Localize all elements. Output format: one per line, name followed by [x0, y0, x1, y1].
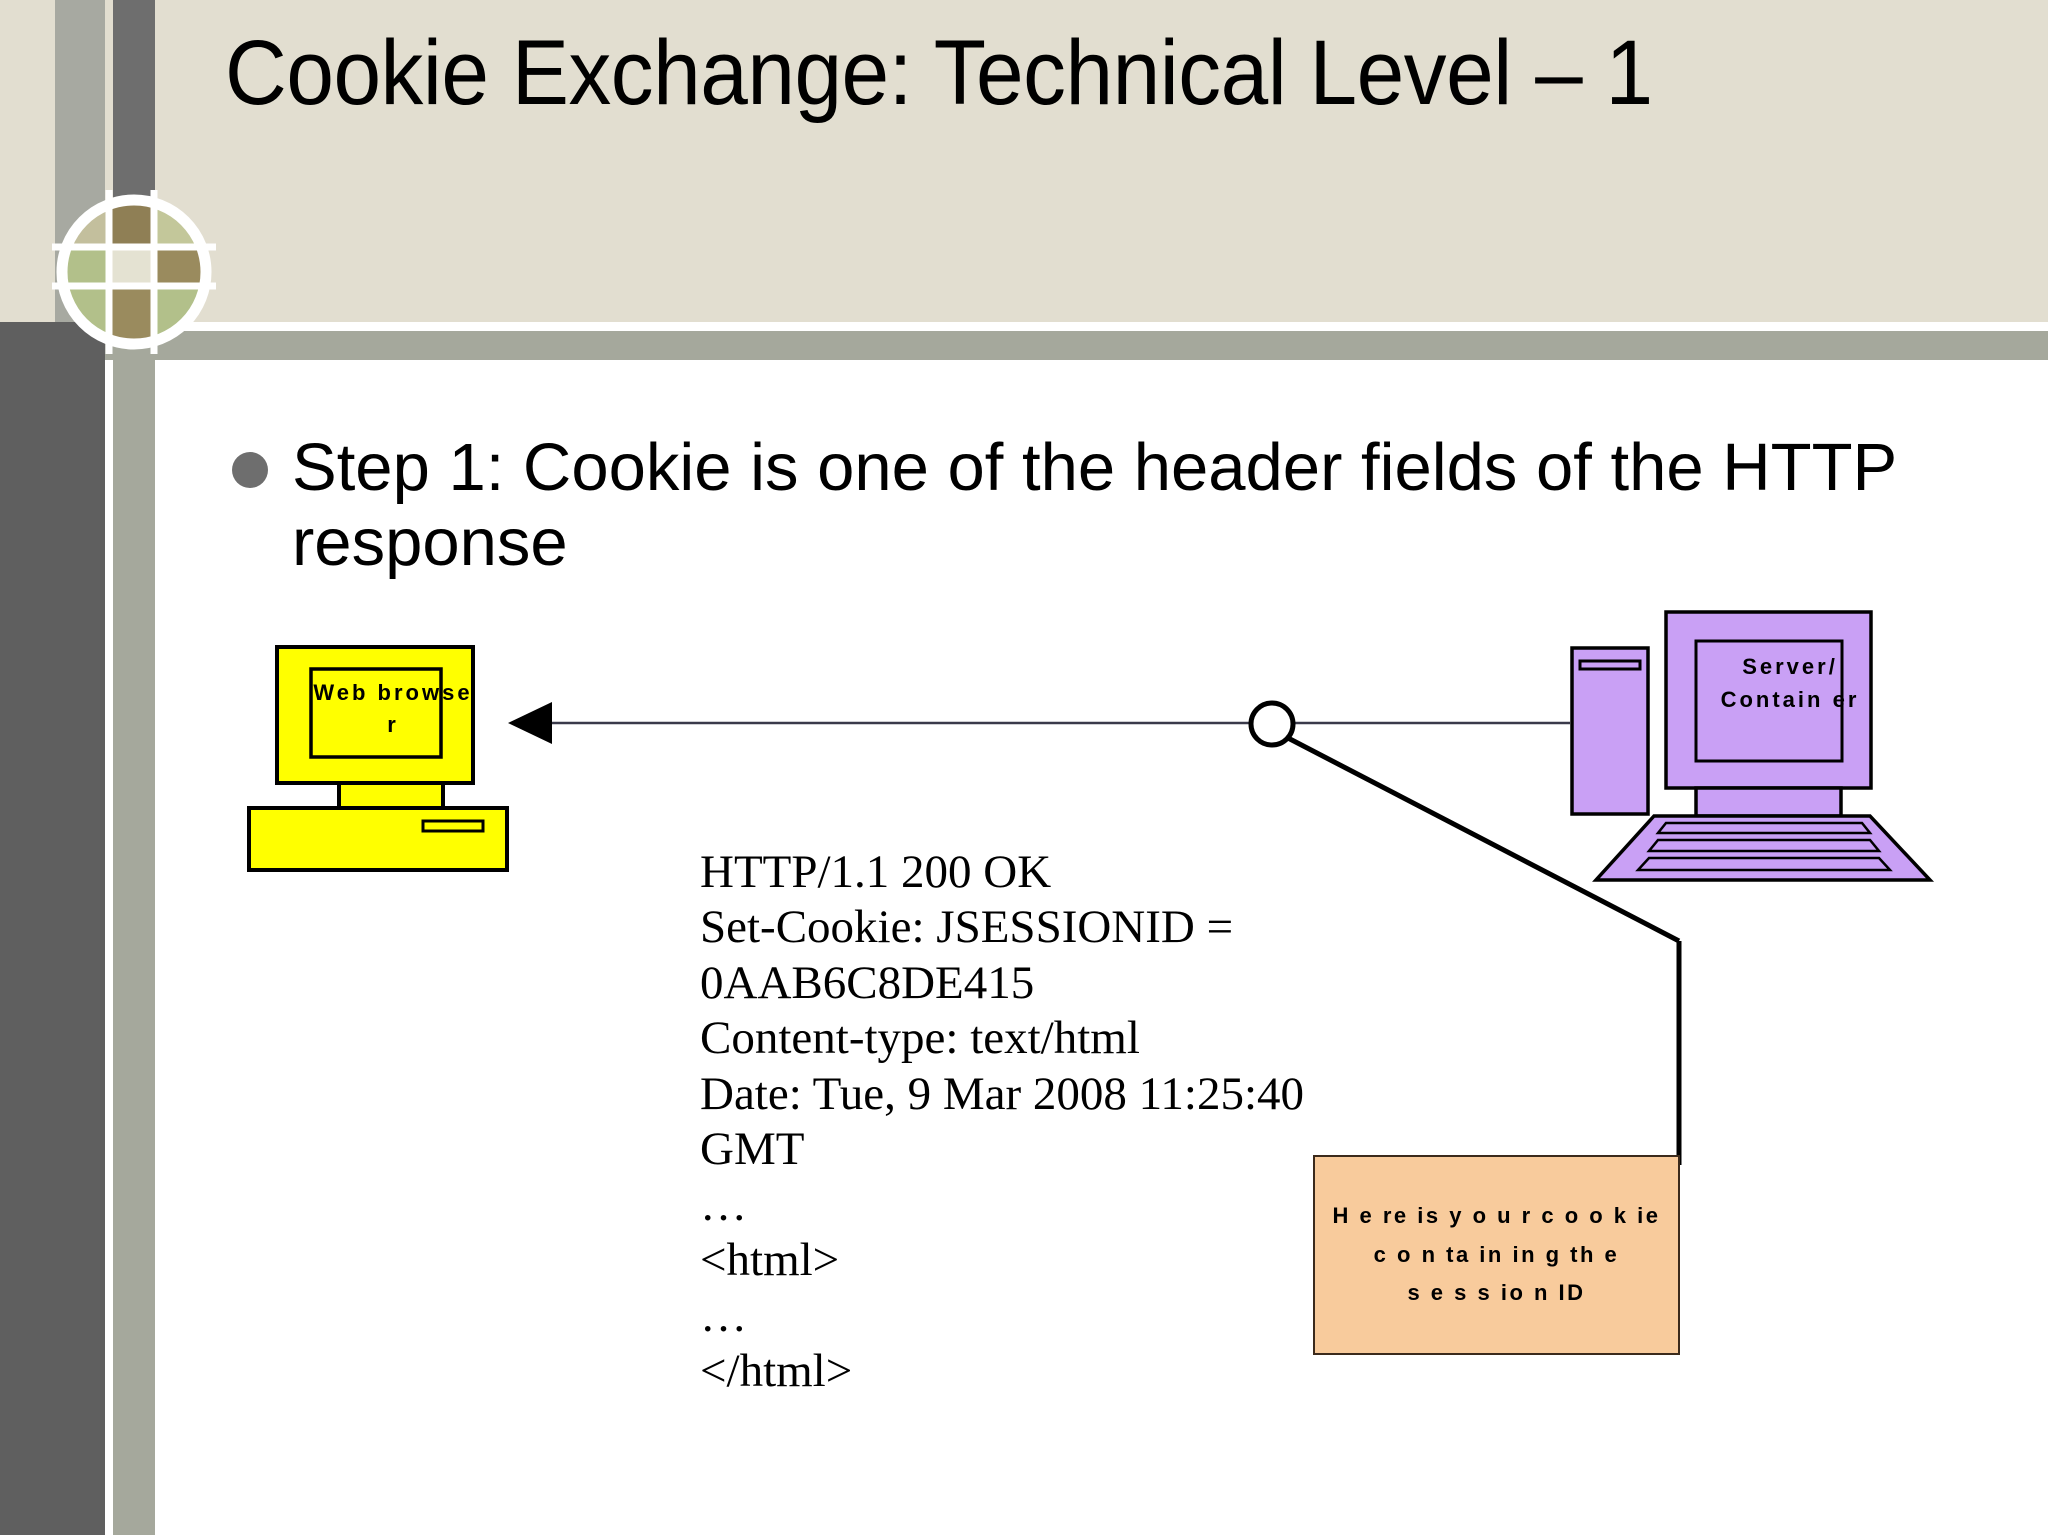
bullet-item: Step 1: Cookie is one of the header fiel… — [232, 430, 1932, 580]
decorative-circle-logo — [52, 190, 216, 354]
sidebar-strip-dark — [0, 322, 105, 1535]
cookie-callout-text: H e re is y o u r c o o k ie c o n ta in… — [1332, 1203, 1661, 1306]
bullet-text: Step 1: Cookie is one of the header fiel… — [292, 430, 1896, 581]
web-browser-computer-graphic — [245, 645, 540, 877]
slide-title: Cookie Exchange: Technical Level – 1 — [225, 22, 1653, 124]
header-band — [0, 0, 2048, 322]
header-horizontal-rule — [0, 331, 2048, 360]
sidebar-strip-olive — [113, 331, 155, 1535]
bullet-dot-icon — [232, 452, 268, 488]
http-response-text: HTTP/1.1 200 OK Set-Cookie: JSESSIONID =… — [700, 846, 1305, 1398]
server-container-computer-graphic — [1570, 600, 1970, 890]
cookie-callout-box: H e re is y o u r c o o k ie c o n ta in… — [1313, 1155, 1680, 1355]
